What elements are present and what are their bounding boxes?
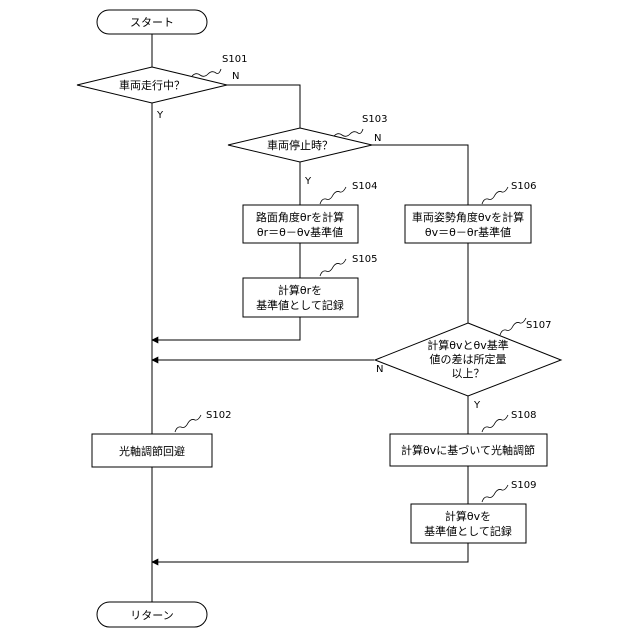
decision-s103: 車両停止時？ S103	[228, 114, 387, 162]
step-label-s108: S108	[511, 410, 536, 421]
step-leader-s109	[482, 485, 508, 502]
decision-s107-line2: 値の差は所定量	[430, 352, 507, 366]
branch-s103-no: N	[374, 133, 381, 144]
process-s106-line2: θv＝θ－θr基準値	[425, 225, 511, 239]
step-leader-s101	[192, 69, 221, 76]
process-s105-line2: 基準値として記録	[256, 298, 344, 312]
process-s109-line2: 基準値として記録	[424, 524, 512, 538]
process-s104-line2: θr＝θ－θv基準値	[257, 225, 343, 239]
process-s104: 路面角度θrを計算 θr＝θ－θv基準値 S104	[243, 181, 377, 243]
process-s105-line1: 計算θrを	[278, 283, 322, 297]
process-s109-line1: 計算θvを	[445, 509, 491, 523]
decision-s107-line3: 以上？	[452, 367, 485, 380]
step-label-s102: S102	[206, 410, 231, 421]
connector-s105-trunk	[152, 317, 300, 340]
process-s106: 車両姿勢角度θvを計算 θv＝θ－θr基準値 S106	[405, 181, 536, 243]
connector-s103-no	[372, 145, 468, 205]
process-s102: 光軸調節回避 S102	[92, 410, 231, 467]
end-label: リターン	[130, 609, 173, 622]
branch-s101-no: N	[232, 71, 239, 82]
step-leader-s105	[320, 259, 346, 276]
branch-s107-no: N	[376, 364, 383, 375]
process-s109: 計算θvを 基準値として記録 S109	[411, 480, 536, 543]
step-label-s104: S104	[352, 181, 377, 192]
end-terminal: リターン	[97, 602, 207, 627]
decision-s103-text: 車両停止時？	[267, 138, 333, 152]
step-leader-s107	[500, 318, 526, 335]
step-label-s105: S105	[352, 254, 377, 265]
connector-s101-no	[227, 85, 300, 128]
process-s105: 計算θrを 基準値として記録 S105	[243, 254, 377, 317]
branch-s101-yes: Y	[156, 110, 164, 121]
step-leader-s103	[334, 129, 363, 136]
decision-s101-text: 車両走行中？	[119, 78, 185, 92]
decision-s101: 車両走行中？ S101	[77, 54, 247, 103]
process-s106-line1: 車両姿勢角度θvを計算	[412, 210, 524, 224]
decision-s107-line1: 計算θvとθv基準	[427, 338, 508, 352]
step-leader-s104	[320, 187, 346, 204]
process-s108-text: 計算θvに基づいて光軸調節	[401, 443, 535, 457]
branch-s107-yes: Y	[473, 400, 481, 411]
branch-s103-yes: Y	[304, 176, 312, 187]
connector-s109-trunk	[152, 543, 468, 562]
process-s102-text: 光軸調節回避	[119, 444, 185, 458]
step-label-s101: S101	[222, 54, 247, 65]
step-leader-s106	[482, 187, 508, 204]
start-terminal: スタート	[97, 10, 207, 34]
step-label-s109: S109	[511, 480, 536, 491]
process-s104-line1: 路面角度θrを計算	[256, 210, 344, 224]
decision-s107: 計算θvとθv基準 値の差は所定量 以上？ S107	[375, 318, 561, 396]
step-label-s106: S106	[511, 181, 536, 192]
step-label-s107: S107	[526, 320, 551, 331]
step-leader-s102	[175, 415, 201, 432]
step-label-s103: S103	[362, 114, 387, 125]
start-label: スタート	[130, 16, 174, 29]
step-leader-s108	[482, 415, 508, 432]
